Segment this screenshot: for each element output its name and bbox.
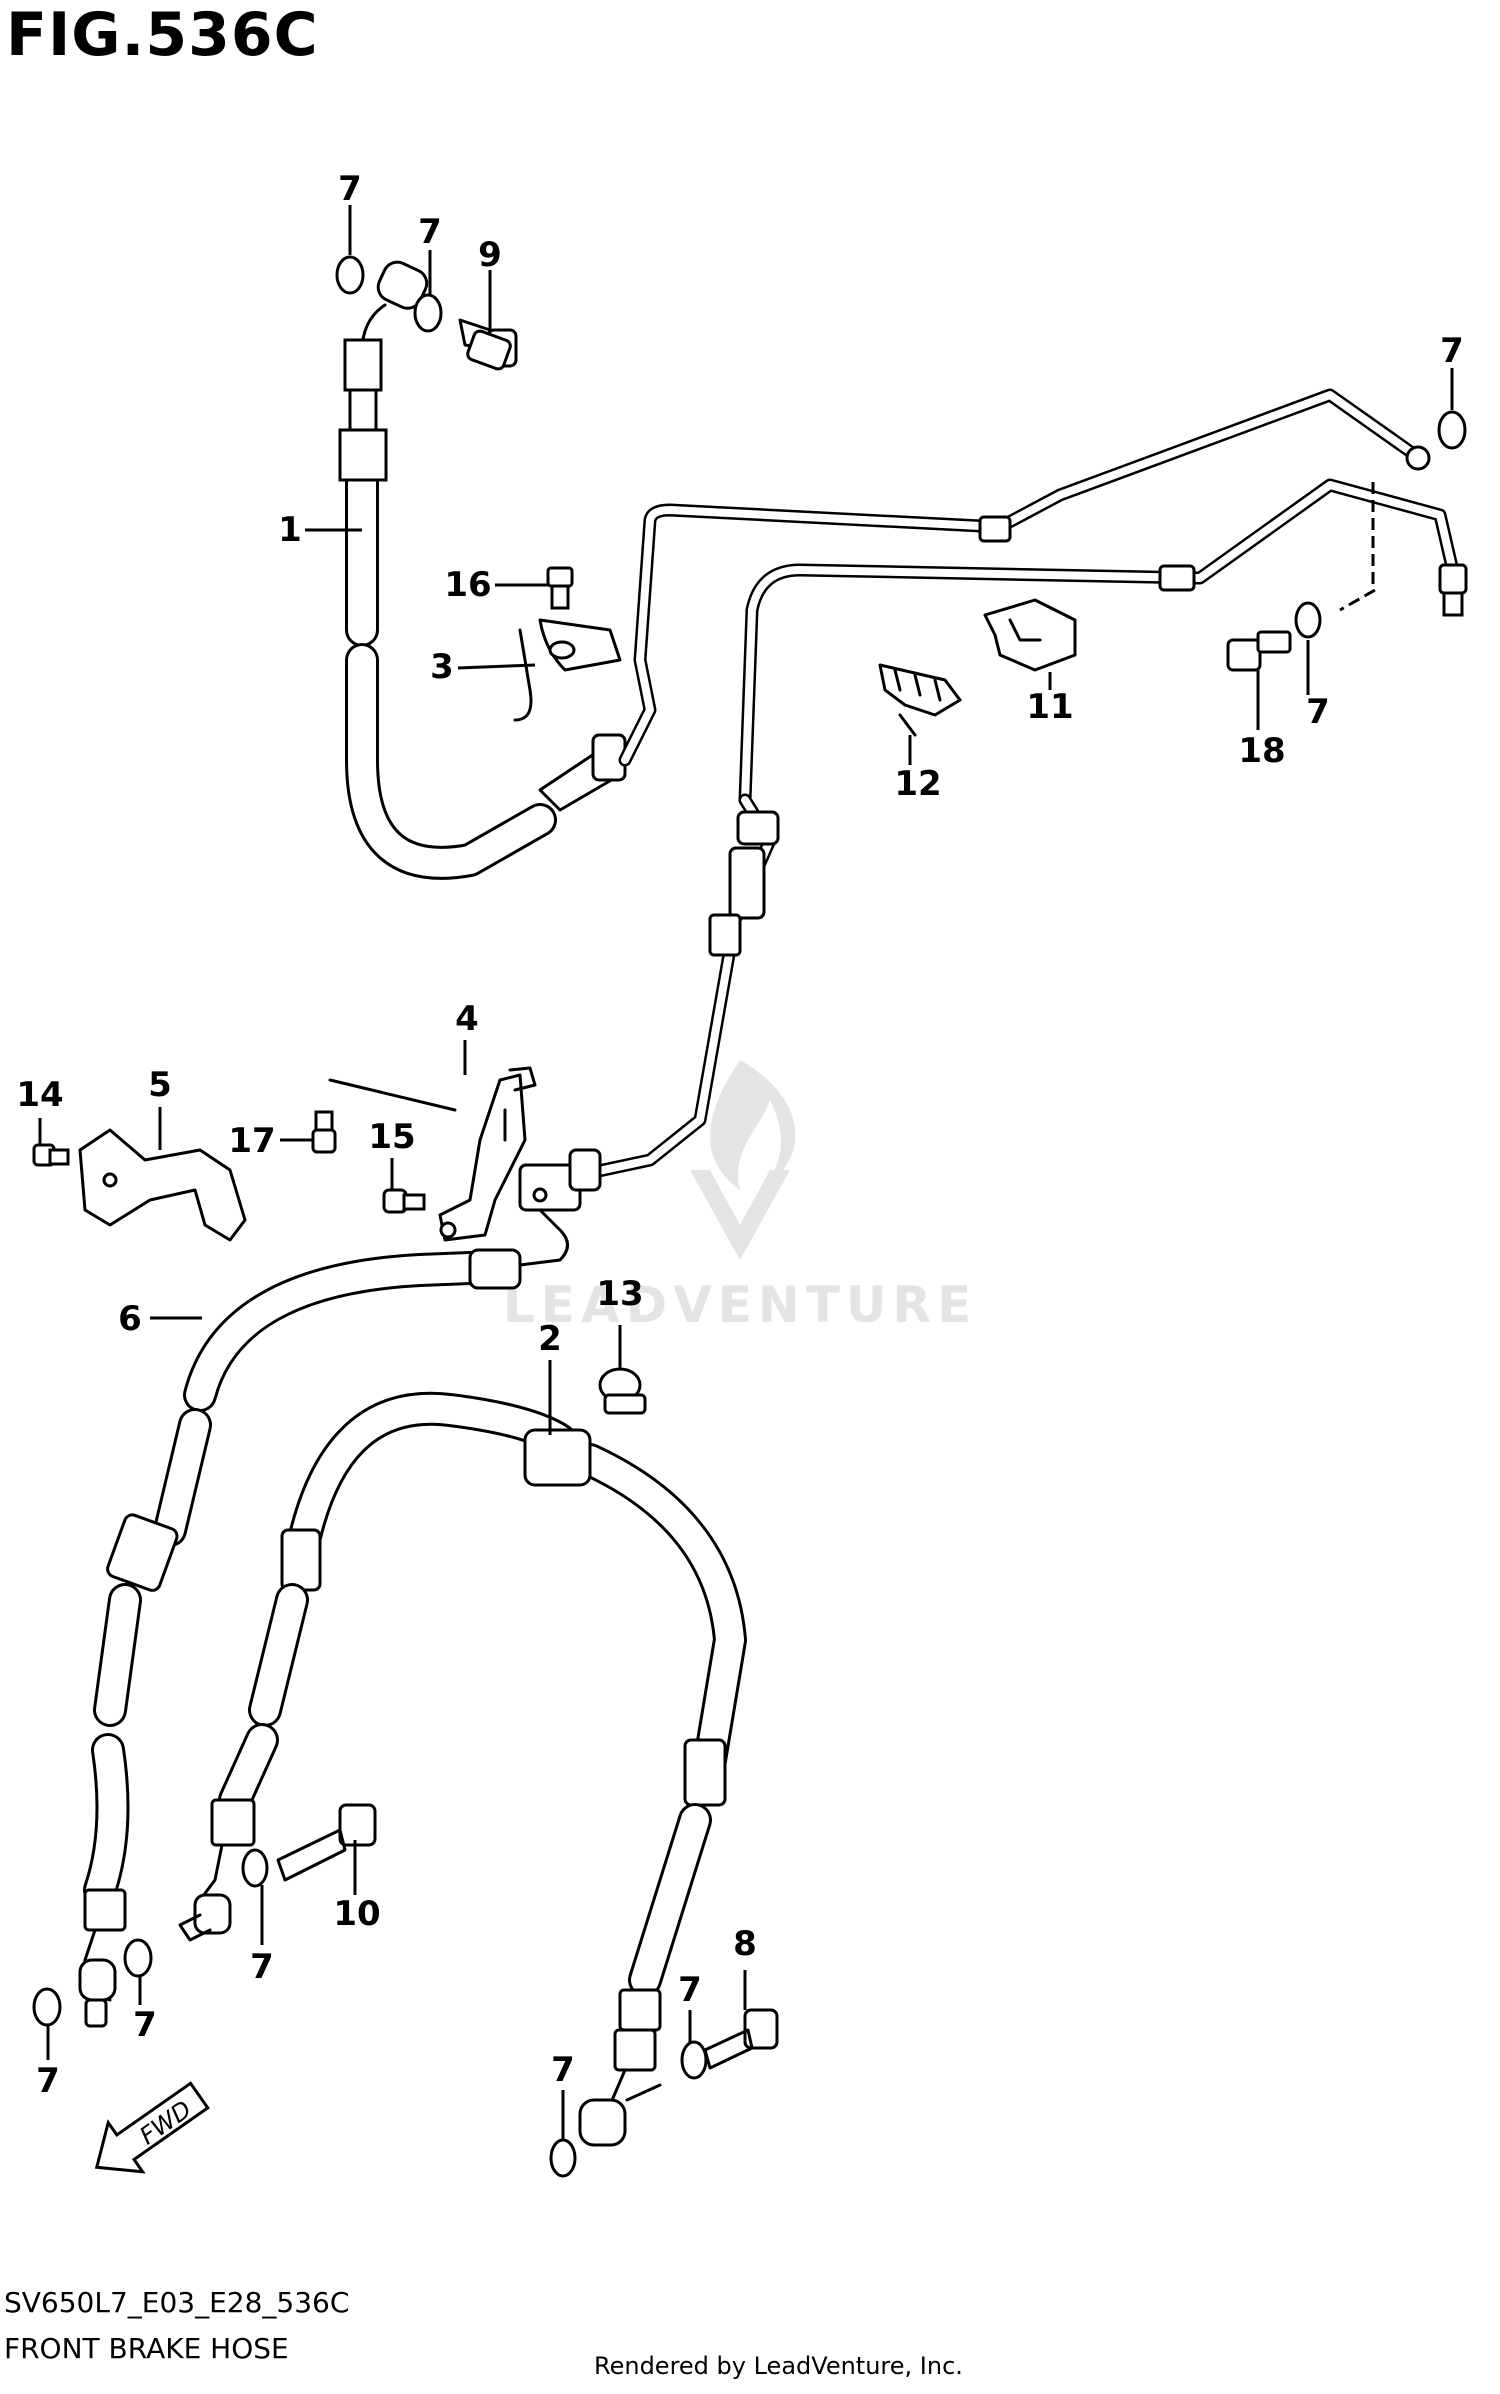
callout-2: 2 (538, 1319, 562, 1359)
render-credit: Rendered by LeadVenture, Inc. (594, 2352, 963, 2380)
callout-7: 7 (338, 169, 362, 209)
brake-pipes (573, 388, 1468, 1182)
callout-15: 15 (368, 1117, 415, 1157)
callout-7: 7 (1306, 692, 1330, 732)
callout-10: 10 (333, 1894, 380, 1934)
callout-11: 11 (1026, 687, 1073, 727)
model-code: SV650L7_E03_E28_536C (4, 2286, 350, 2319)
figure-title: FIG.536C (6, 0, 319, 70)
small-parts (32, 329, 1467, 2178)
watermark-text: LEADVENTURE (503, 1276, 977, 1334)
hose-2 (178, 1391, 747, 2147)
callout-14: 14 (16, 1075, 63, 1115)
callout-7: 7 (678, 1970, 702, 2010)
callout-12: 12 (894, 764, 941, 804)
callout-7: 7 (250, 1947, 274, 1987)
leader-lines (38, 205, 1454, 2140)
callout-7: 7 (1440, 331, 1464, 371)
callout-7: 7 (36, 2061, 60, 2101)
joint-block (518, 1148, 602, 1267)
callout-6: 6 (118, 1299, 142, 1339)
hose-1 (335, 255, 627, 880)
callout-1: 1 (278, 510, 302, 550)
callout-16: 16 (444, 565, 491, 605)
hose-6 (78, 1248, 522, 2028)
callout-3: 3 (430, 647, 454, 687)
callout-4: 4 (455, 999, 479, 1039)
callout-5: 5 (148, 1065, 172, 1105)
callout-7: 7 (133, 2005, 157, 2045)
watermark-logo: LEADVENTURE (503, 1060, 977, 1334)
callout-7: 7 (551, 2050, 575, 2090)
callout-13: 13 (596, 1274, 643, 1314)
callout-9: 9 (478, 235, 502, 275)
callout-17: 17 (228, 1121, 275, 1161)
bracket-4 (328, 1066, 537, 1242)
figure-name: FRONT BRAKE HOSE (4, 2332, 289, 2365)
callouts: 7 7 9 7 1 16 3 11 7 18 12 4 14 5 17 15 6… (16, 169, 1464, 2101)
callout-18: 18 (1238, 731, 1285, 771)
callout-8: 8 (733, 1924, 757, 1964)
fwd-arrow: FWD (94, 2081, 210, 2174)
callout-7: 7 (418, 212, 442, 252)
